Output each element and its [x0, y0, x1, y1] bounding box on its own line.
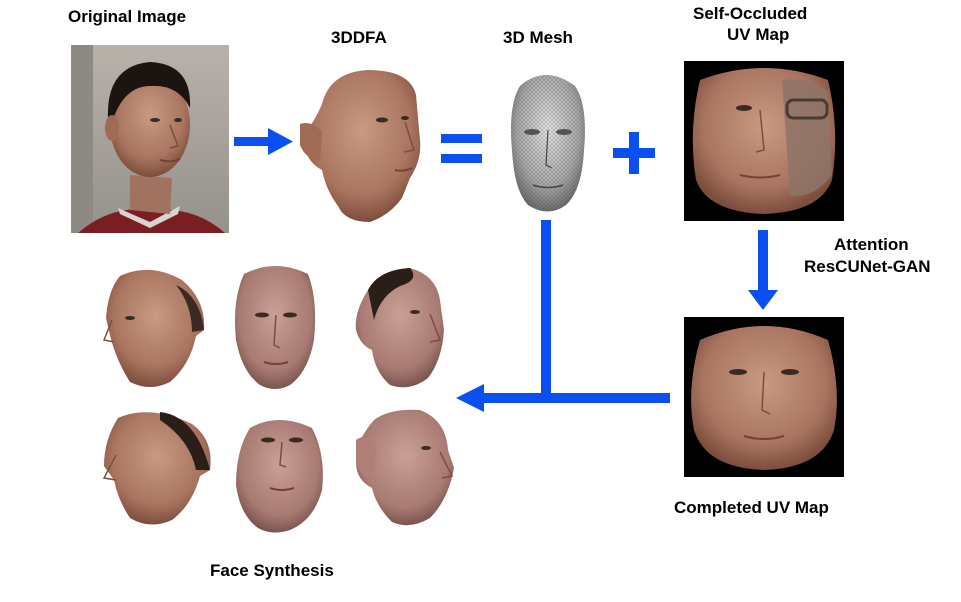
label-original-image: Original Image [68, 7, 187, 26]
connector-line [541, 220, 551, 398]
arrow-down-icon [748, 230, 778, 310]
plus-icon [613, 132, 655, 174]
label-3d-mesh: 3D Mesh [503, 28, 573, 47]
arrow-left-icon [456, 384, 670, 412]
mesh-head [511, 75, 585, 212]
synthesized-face-4 [102, 412, 211, 525]
label-3ddfa: 3DDFA [331, 28, 387, 47]
label-self-occluded-line2: UV Map [727, 25, 790, 44]
self-occluded-uv-map [684, 61, 844, 221]
label-completed-uv-map: Completed UV Map [674, 498, 829, 517]
equals-icon [441, 134, 482, 163]
synthesized-face-1 [102, 269, 205, 387]
label-rescunet-gan: ResCUNet-GAN [804, 257, 931, 276]
synthesized-face-6 [356, 409, 454, 526]
synthesized-face-2 [235, 266, 316, 389]
tddfa-face [300, 70, 421, 222]
arrow-right-icon [234, 128, 293, 155]
label-self-occluded-line1: Self-Occluded [693, 4, 808, 23]
label-face-synthesis: Face Synthesis [210, 561, 334, 580]
synthesized-face-3 [355, 268, 444, 388]
completed-uv-map [684, 317, 844, 477]
synthesized-face-5 [236, 420, 323, 533]
label-attention: Attention [834, 235, 909, 254]
original-image-photo [71, 45, 229, 233]
